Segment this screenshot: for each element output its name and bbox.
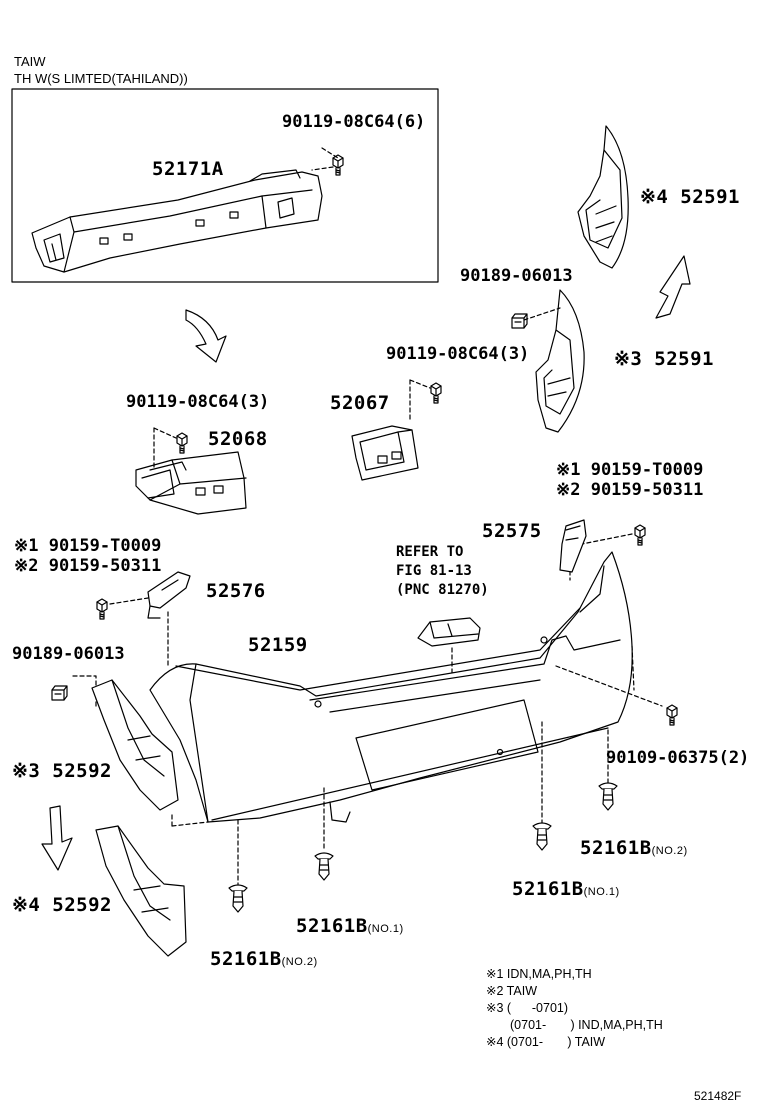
part-label-clip-d[interactable]: 52161B(NO.2) <box>210 950 318 969</box>
refer-line-2[interactable]: FIG 81-13 <box>396 563 472 579</box>
clip-icon <box>511 313 528 329</box>
direction-arrow-icon <box>41 805 73 871</box>
push-rivet-icon <box>598 782 618 811</box>
direction-arrow-icon <box>185 309 227 363</box>
part-label-clip-c[interactable]: 52161B(NO.1) <box>296 917 404 936</box>
clip-a-number: 52161B <box>580 837 652 859</box>
retainer-left-upper <box>91 679 179 811</box>
reinforcement-frame <box>11 88 439 283</box>
part-label-retainer-r-a[interactable]: ※4 52591 <box>640 186 740 208</box>
part-label-bolt-left[interactable]: 90119-08C64(3) <box>126 392 270 412</box>
header-line-2: TH W(S LIMTED(TAHILAND)) <box>14 71 188 86</box>
push-rivet-icon <box>228 884 248 913</box>
part-label-bolt-right[interactable]: 90119-08C64(3) <box>386 344 530 364</box>
support-right <box>351 425 419 481</box>
part-label-clip-r[interactable]: 90189-06013 <box>460 266 573 286</box>
clip-c-suffix: (NO.1) <box>367 923 404 935</box>
direction-arrow-icon <box>655 255 691 319</box>
legend-line: ※4 (0701- ) TAIW <box>486 1035 606 1049</box>
license-lamp <box>417 617 481 647</box>
part-label-screw-l-2[interactable]: ※2 90159-50311 <box>14 556 162 576</box>
part-label-bolt-bottom[interactable]: 90109-06375(2) <box>606 748 750 768</box>
bolt-icon <box>634 524 646 546</box>
push-rivet-icon <box>532 822 552 851</box>
part-label-bumper-cover[interactable]: 52159 <box>248 634 308 656</box>
clip-d-number: 52161B <box>210 948 282 970</box>
part-label-clip-a[interactable]: 52161B(NO.2) <box>580 839 688 858</box>
clip-c-number: 52161B <box>296 915 368 937</box>
part-label-clip-b[interactable]: 52161B(NO.1) <box>512 880 620 899</box>
part-label-retainer-l-b[interactable]: ※4 52592 <box>12 894 112 916</box>
part-label-support-r[interactable]: 52067 <box>330 392 390 414</box>
clip-a-suffix: (NO.2) <box>651 845 688 857</box>
side-retainer-right <box>559 519 587 573</box>
part-label-retainer-l-a[interactable]: ※3 52592 <box>12 760 112 782</box>
clip-b-number: 52161B <box>512 878 584 900</box>
clip-b-suffix: (NO.1) <box>583 886 620 898</box>
bolt-icon <box>666 704 678 726</box>
support-left <box>135 451 247 515</box>
legend-line: ※2 TAIW <box>486 984 537 998</box>
diagram-id: 521482F <box>694 1089 742 1103</box>
refer-line-1: REFER TO <box>396 544 464 560</box>
part-label-screw-r-2[interactable]: ※2 90159-50311 <box>556 480 704 500</box>
refer-line-3[interactable]: (PNC 81270) <box>396 582 489 598</box>
header-line-1: TAIW <box>14 54 46 69</box>
part-label-side-l[interactable]: 52576 <box>206 580 266 602</box>
side-retainer-left <box>147 571 191 619</box>
legend-line: ※1 IDN,MA,PH,TH <box>486 967 592 981</box>
push-rivet-icon <box>314 852 334 881</box>
clip-d-suffix: (NO.2) <box>281 956 318 968</box>
part-label-side-r[interactable]: 52575 <box>482 520 542 542</box>
part-label-screw-r-1[interactable]: ※1 90159-T0009 <box>556 460 704 480</box>
part-label-bolt-top[interactable]: 90119-08C64(6) <box>282 112 426 132</box>
part-label-clip-l[interactable]: 90189-06013 <box>12 644 125 664</box>
retainer-right-upper <box>577 125 629 269</box>
clip-icon <box>51 685 68 701</box>
part-label-retainer-r-b[interactable]: ※3 52591 <box>614 348 714 370</box>
part-label-reinforcement[interactable]: 52171A <box>152 158 224 180</box>
part-label-screw-l-1[interactable]: ※1 90159-T0009 <box>14 536 162 556</box>
retainer-left-lower <box>95 825 187 957</box>
legend-line: (0701- ) IND,MA,PH,TH <box>510 1018 663 1032</box>
retainer-right-lower <box>535 289 585 433</box>
part-label-support-l[interactable]: 52068 <box>208 428 268 450</box>
legend-line: ※3 ( -0701) <box>486 1001 569 1015</box>
bolt-icon <box>332 154 344 176</box>
bolt-icon <box>96 598 108 620</box>
bolt-icon <box>176 432 188 454</box>
bolt-icon <box>430 382 442 404</box>
bumper-reinforcement <box>31 169 323 273</box>
